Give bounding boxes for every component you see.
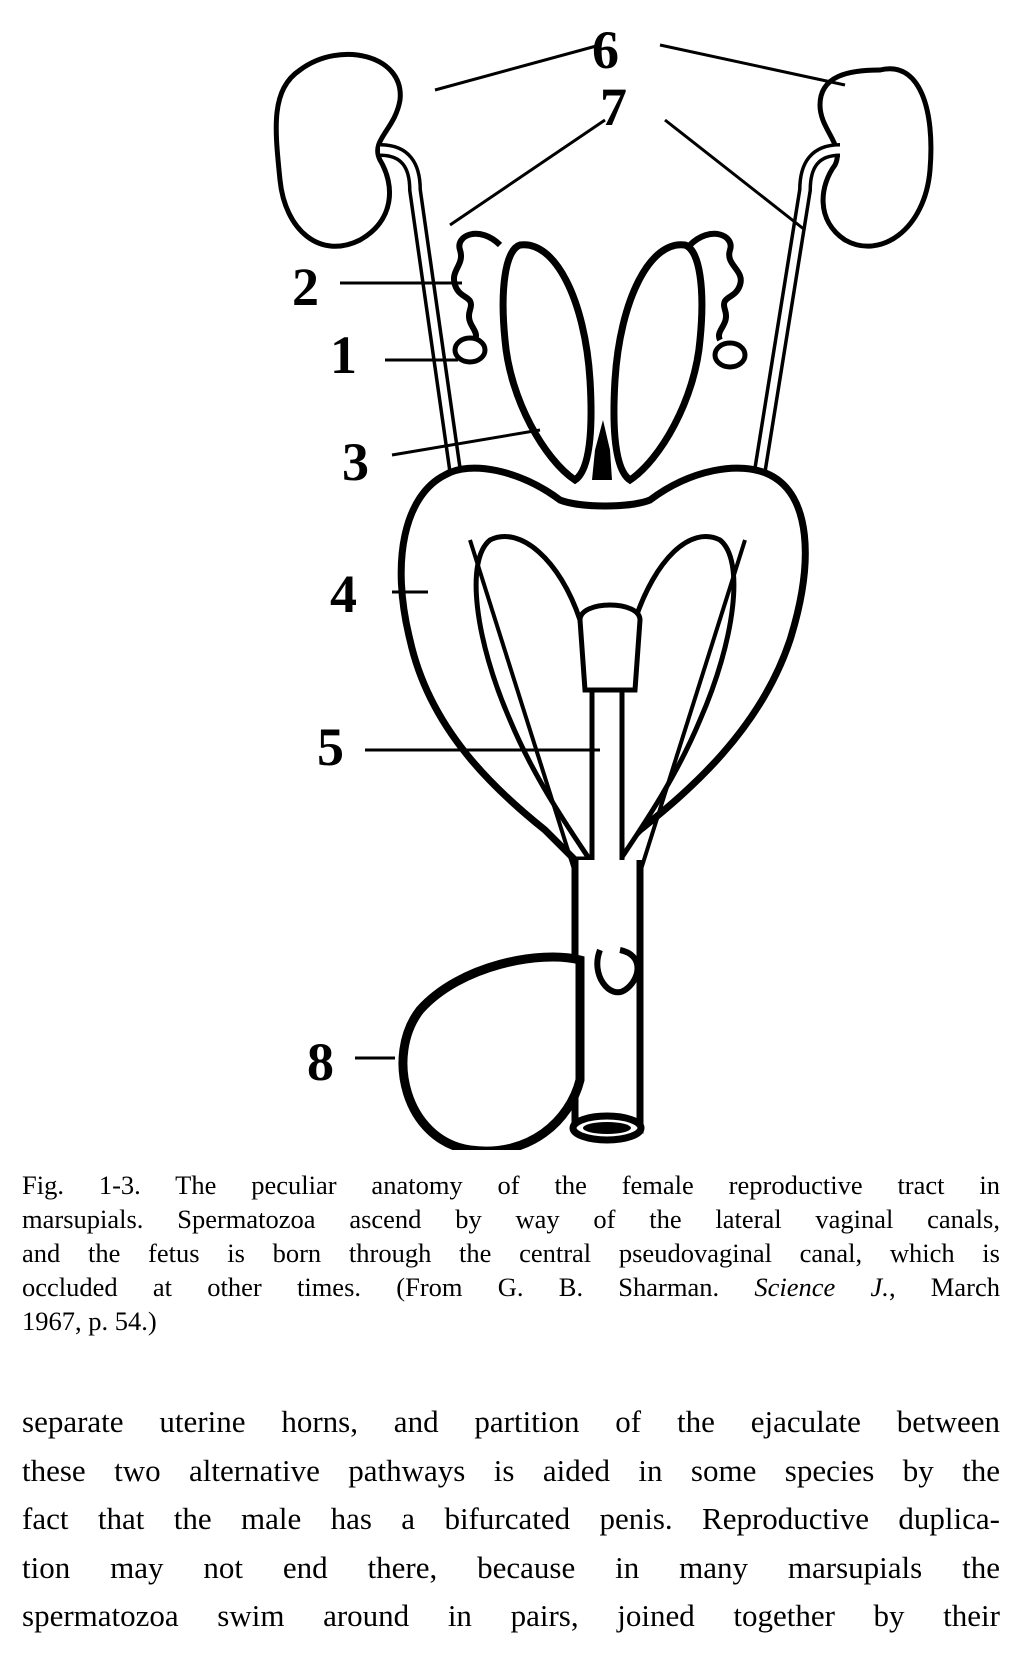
caption-line: marsupials. Spermatozoa ascend by way of… xyxy=(22,1204,1000,1234)
right-oviduct xyxy=(687,230,744,342)
body-line: spermatozoa swim around in pairs, joined… xyxy=(22,1598,1000,1633)
label-4: 4 xyxy=(330,564,357,624)
caption-date: , March xyxy=(888,1272,1000,1302)
leader-3 xyxy=(391,428,541,457)
sinus-opening-shadow xyxy=(583,1122,631,1134)
left-canal-line xyxy=(468,539,592,921)
caption-line: 1967, p. 54.) xyxy=(22,1306,157,1336)
figure-caption: Fig. 1-3. The peculiar anatomy of the fe… xyxy=(22,1168,1000,1338)
body-line: fact that the male has a bifurcated peni… xyxy=(22,1501,1000,1536)
right-kidney xyxy=(817,66,934,249)
leader-7-right xyxy=(664,118,806,232)
urethra-hook xyxy=(594,947,641,996)
body-line: tion may not end there, because in many … xyxy=(22,1549,1000,1585)
body-line: these two alternative pathways is aided … xyxy=(22,1452,1000,1488)
left-kidney xyxy=(273,52,403,249)
caption-line: and the fetus is born through the centra… xyxy=(22,1238,1000,1268)
reproductive-tract-diagram: 6 7 2 1 3 4 5 8 xyxy=(273,20,934,1150)
median-vagina xyxy=(577,602,643,693)
leader-6-right xyxy=(659,43,846,87)
caption-line: Fig. 1-3. The peculiar anatomy of the fe… xyxy=(22,1170,1000,1200)
label-2: 2 xyxy=(292,257,319,317)
anatomy-figure: 6 7 2 1 3 4 5 8 xyxy=(273,20,934,1150)
pseudovaginal-canal xyxy=(589,687,625,873)
caption-citation: occluded at other times. (From G. B. Sha… xyxy=(22,1272,720,1302)
bladder xyxy=(398,952,585,1150)
right-ureter-inner xyxy=(756,146,841,471)
body-paragraph: separate uterine horns, and partition of… xyxy=(22,1398,1000,1641)
label-7: 7 xyxy=(600,77,627,137)
leader-6-left xyxy=(434,43,601,92)
left-uterus xyxy=(499,241,595,485)
leader-7-left xyxy=(449,118,606,227)
journal-title: Science J. xyxy=(754,1272,889,1302)
left-ovary xyxy=(452,335,488,365)
right-canal-line xyxy=(623,539,747,921)
label-6: 6 xyxy=(592,20,619,80)
body-line: separate uterine horns, and partition of… xyxy=(22,1404,1000,1439)
right-uterus xyxy=(610,241,706,485)
label-1: 1 xyxy=(330,325,357,385)
label-8: 8 xyxy=(307,1032,334,1092)
label-5: 5 xyxy=(317,717,344,777)
left-oviduct xyxy=(450,230,503,342)
right-ovary xyxy=(712,340,748,370)
label-3: 3 xyxy=(342,432,369,492)
left-ureter-inner xyxy=(379,146,459,471)
urogenital-sinus xyxy=(571,860,644,1134)
caption-line: occluded at other times. (From G. B. Sha… xyxy=(22,1270,1000,1304)
cervix-tip xyxy=(592,420,612,480)
